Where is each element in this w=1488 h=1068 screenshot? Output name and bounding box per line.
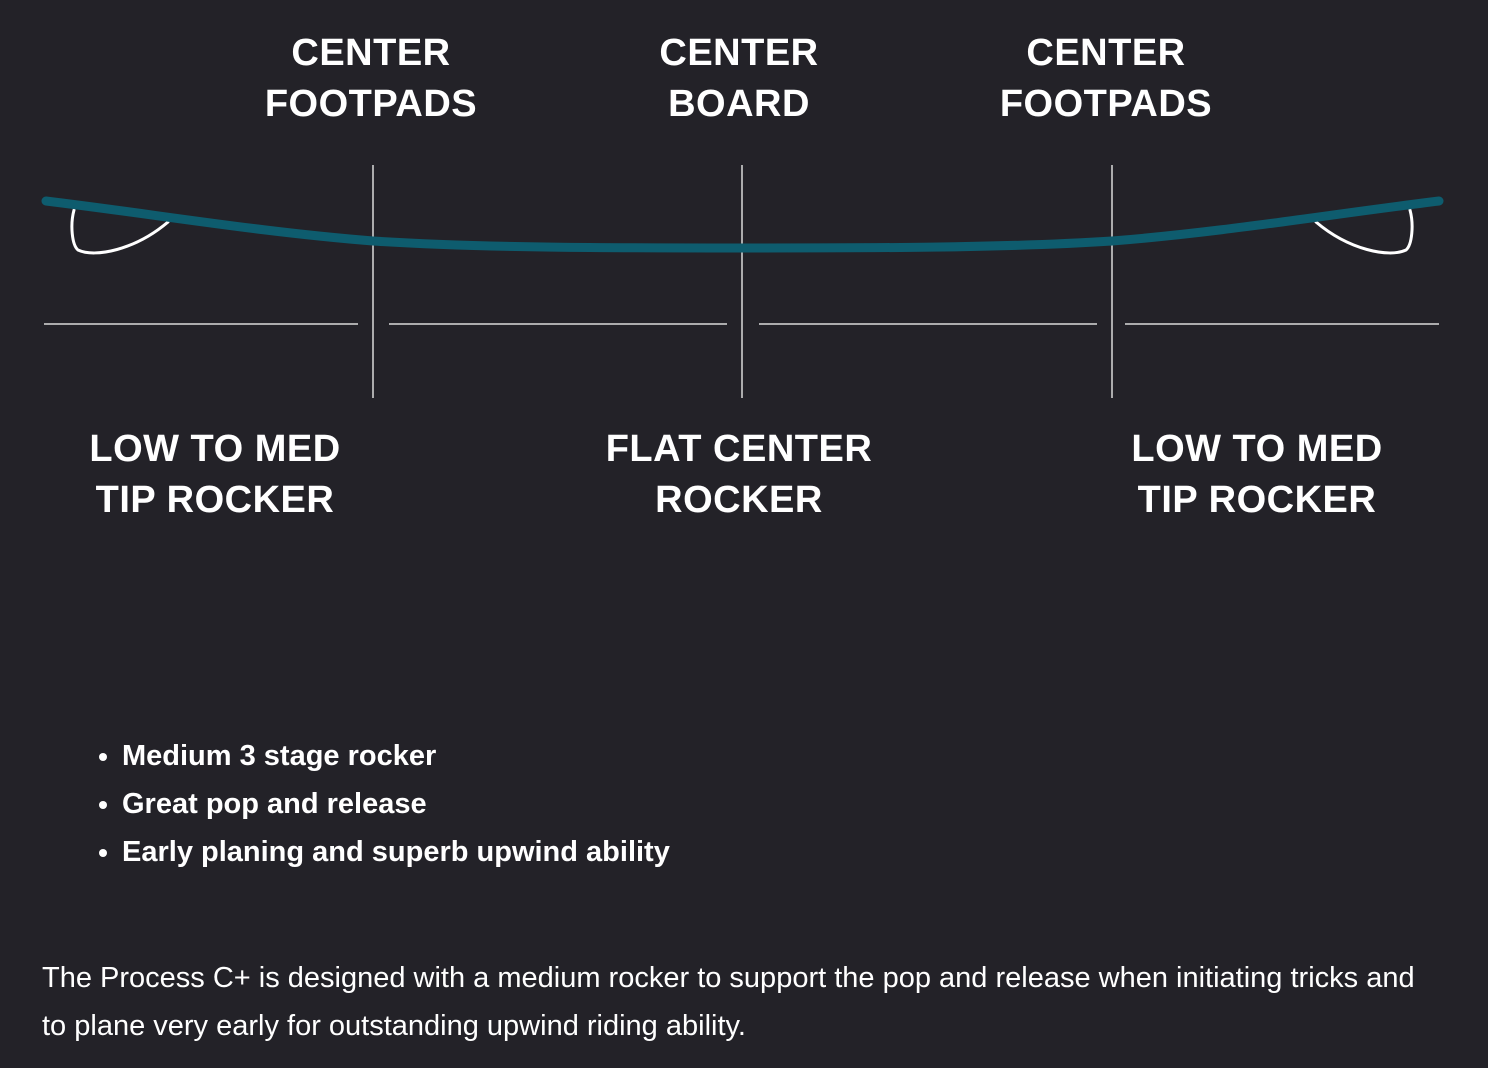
right-fin bbox=[1314, 208, 1414, 255]
label-line: LOW TO MED bbox=[89, 428, 341, 470]
left-fin bbox=[70, 208, 170, 255]
top-label-center-board: CENTER BOARD bbox=[579, 28, 899, 130]
board-rocker-curve bbox=[41, 196, 1444, 253]
top-label-right-footpads: CENTER FOOTPADS bbox=[946, 28, 1266, 130]
feature-list: Medium 3 stage rocker Great pop and rele… bbox=[82, 732, 670, 876]
feature-item: Early planing and superb upwind ability bbox=[122, 828, 670, 876]
feature-item: Medium 3 stage rocker bbox=[122, 732, 670, 780]
label-line: FOOTPADS bbox=[999, 83, 1213, 125]
description-paragraph: The Process C+ is designed with a medium… bbox=[42, 962, 1415, 1042]
bottom-label-flat-center-rocker: FLAT CENTER ROCKER bbox=[579, 424, 899, 526]
label-line: ROCKER bbox=[655, 479, 823, 521]
label-line: TIP ROCKER bbox=[95, 479, 335, 521]
rocker-diagram: CENTER FOOTPADS CENTER BOARD CENTER FOOT… bbox=[41, 28, 1444, 526]
label-line: FOOTPADS bbox=[264, 83, 478, 125]
label-line: TIP ROCKER bbox=[1137, 479, 1377, 521]
label-line: BOARD bbox=[668, 83, 810, 125]
label-line: CENTER bbox=[1026, 32, 1186, 74]
label-line: CENTER bbox=[291, 32, 451, 74]
feature-item: Great pop and release bbox=[122, 780, 670, 828]
bottom-label-left-tip-rocker: LOW TO MED TIP ROCKER bbox=[55, 424, 375, 526]
top-label-left-footpads: CENTER FOOTPADS bbox=[211, 28, 531, 130]
label-line: CENTER bbox=[659, 32, 819, 74]
rocker-profile-graphic bbox=[41, 165, 1444, 398]
label-line: FLAT CENTER bbox=[605, 428, 873, 470]
bottom-label-right-tip-rocker: LOW TO MED TIP ROCKER bbox=[1097, 424, 1417, 526]
label-line: LOW TO MED bbox=[1131, 428, 1383, 470]
